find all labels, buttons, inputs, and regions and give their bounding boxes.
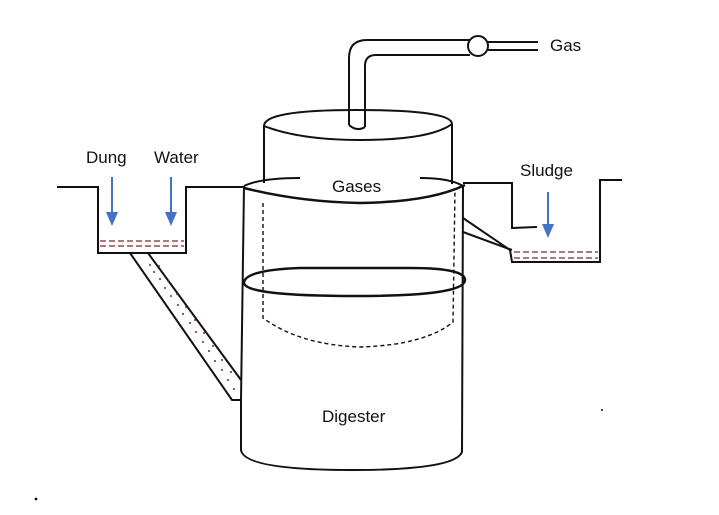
dung-arrow (106, 177, 118, 226)
water-label: Water (154, 148, 199, 167)
gas-holder-drum (263, 108, 453, 184)
submerged-drum-outline (262, 189, 456, 348)
sludge-label: Sludge (520, 161, 573, 180)
water-arrow (165, 177, 177, 226)
outlet-tank-slurry (514, 251, 598, 259)
ground-line-right (462, 179, 622, 263)
digester-top-rim (243, 183, 466, 205)
speck (34, 497, 38, 501)
gas-outlet-pipe (348, 39, 470, 131)
digester-middle-rim (242, 266, 467, 298)
digester-tank (240, 177, 464, 472)
inlet-slurry-dots (149, 264, 235, 390)
gas-valve (467, 35, 489, 57)
digester-label: Digester (322, 407, 386, 426)
inlet-tank-slurry (100, 240, 184, 247)
dung-label: Dung (86, 148, 127, 167)
inlet-pipe (129, 252, 242, 401)
sludge-arrow (542, 192, 554, 238)
gas-label: Gas (550, 36, 581, 55)
speck (601, 409, 603, 411)
gases-label: Gases (332, 177, 381, 196)
gas-outlet-lines (488, 41, 538, 51)
ground-line-left (57, 186, 244, 254)
